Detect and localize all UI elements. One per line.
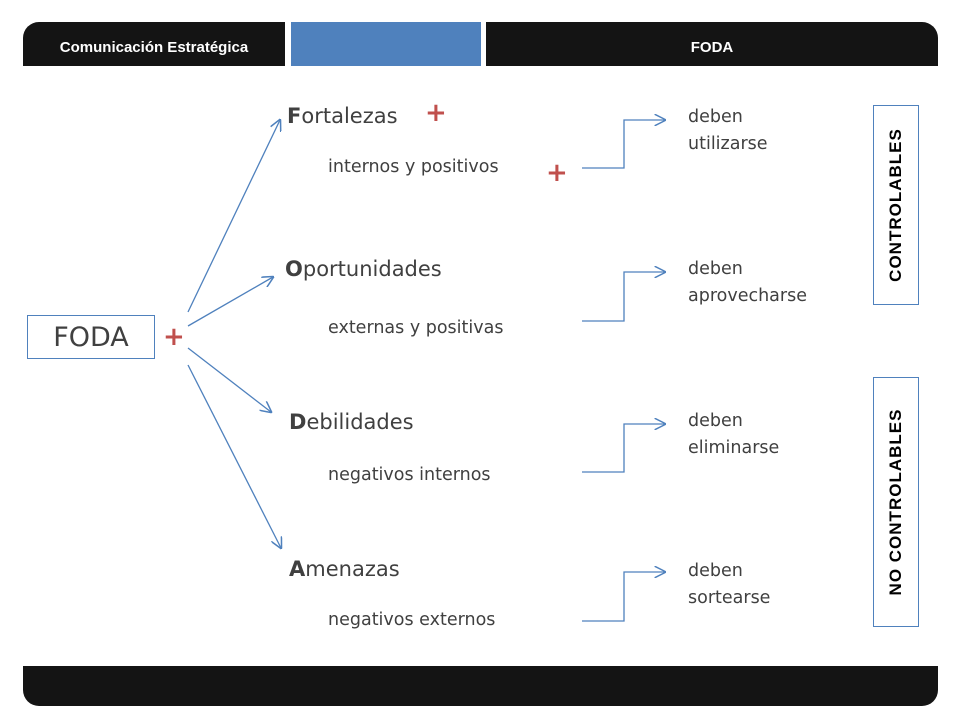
category-initial: F bbox=[287, 104, 302, 128]
category-oportunidades: Oportunidades bbox=[285, 257, 442, 281]
plus-sign-fortalezas: + bbox=[425, 98, 447, 128]
controllable-box: CONTROLABLES bbox=[873, 105, 919, 305]
arrow-to-oportunidades bbox=[187, 277, 273, 327]
plus-sign-root: + bbox=[163, 322, 185, 352]
plus-sign-internos: + bbox=[546, 158, 568, 188]
elbow-arrow-debilidades bbox=[582, 424, 665, 473]
elbow-arrow-fortalezas bbox=[582, 120, 665, 169]
header-title-left: Comunicación Estratégica bbox=[23, 22, 285, 66]
not-controllable-label: NO CONTROLABLES bbox=[886, 408, 905, 596]
action-debilidades: deben eliminarse bbox=[688, 408, 779, 462]
category-initial: D bbox=[289, 410, 307, 434]
category-initial: O bbox=[285, 257, 303, 281]
action-amenazas: deben sortearse bbox=[688, 558, 770, 612]
category-label: portunidades bbox=[302, 257, 442, 281]
header-title-right: FODA bbox=[486, 22, 938, 66]
action-line-2: eliminarse bbox=[688, 438, 780, 458]
action-line-1: deben bbox=[688, 259, 743, 279]
category-label: ebilidades bbox=[306, 410, 414, 434]
action-line-1: deben bbox=[688, 411, 743, 431]
action-line-1: deben bbox=[688, 561, 743, 581]
action-fortalezas: deben utilizarse bbox=[688, 104, 768, 158]
footer-bar bbox=[23, 666, 938, 706]
controllable-label: CONTROLABLES bbox=[886, 128, 905, 282]
action-line-1: deben bbox=[688, 107, 743, 127]
description-oportunidades: externas y positivas bbox=[328, 318, 504, 338]
action-line-2: aprovecharse bbox=[688, 286, 807, 306]
category-label: ortalezas bbox=[301, 104, 398, 128]
category-fortalezas: Fortalezas bbox=[287, 104, 398, 128]
action-line-2: utilizarse bbox=[688, 134, 768, 154]
action-line-2: sortearse bbox=[688, 588, 771, 608]
description-amenazas: negativos externos bbox=[328, 610, 496, 630]
elbow-arrow-amenazas bbox=[582, 572, 665, 622]
category-label: menazas bbox=[305, 557, 400, 581]
header-accent-block bbox=[291, 22, 481, 66]
not-controllable-box: NO CONTROLABLES bbox=[873, 377, 919, 627]
description-fortalezas: internos y positivos bbox=[328, 157, 499, 177]
arrow-to-debilidades bbox=[187, 347, 271, 412]
category-debilidades: Debilidades bbox=[289, 410, 414, 434]
arrow-to-fortalezas bbox=[187, 120, 280, 313]
description-debilidades: negativos internos bbox=[328, 465, 491, 485]
foda-root-box: FODA bbox=[27, 315, 155, 359]
category-amenazas: Amenazas bbox=[289, 557, 400, 581]
category-initial: A bbox=[289, 557, 306, 581]
elbow-arrow-oportunidades bbox=[582, 272, 665, 322]
action-oportunidades: deben aprovecharse bbox=[688, 256, 807, 310]
arrow-to-amenazas bbox=[187, 364, 281, 548]
